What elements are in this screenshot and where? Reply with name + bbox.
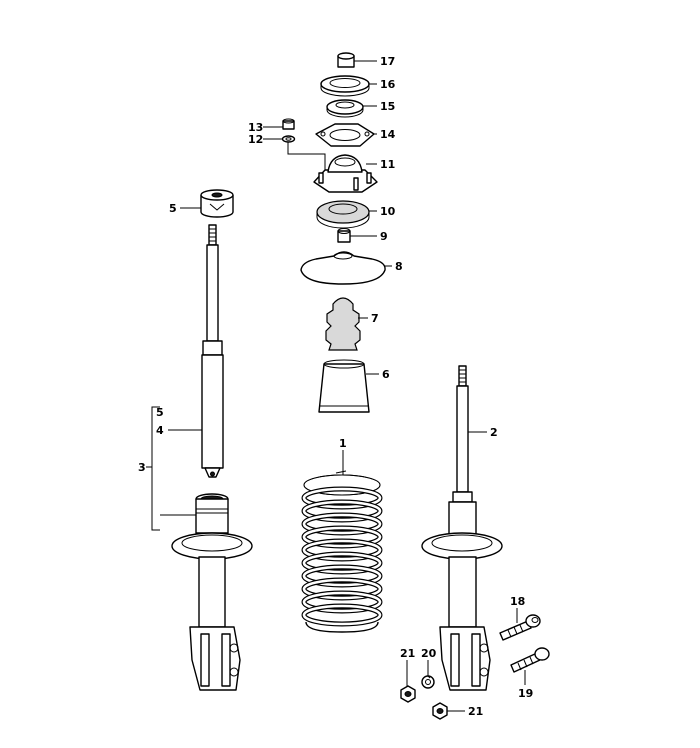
part-12-washer	[281, 135, 296, 143]
callout-12: 12	[248, 133, 263, 146]
callout-17: 17	[380, 55, 395, 68]
callout-9: 9	[380, 230, 388, 243]
callout-10: 10	[380, 205, 396, 218]
callout-1: 1	[339, 437, 347, 450]
callout-20: 20	[421, 647, 437, 660]
spring-coil-highlight	[302, 513, 382, 535]
part-19-bolt	[510, 647, 550, 673]
spring-coil-highlight	[302, 565, 382, 587]
part-18-eccentric-bolt	[499, 614, 541, 641]
part-5-cap	[200, 189, 234, 218]
callout-8: 8	[395, 260, 403, 273]
callout-7: 7	[371, 312, 379, 325]
leader-lines	[160, 60, 526, 712]
callout-16: 16	[380, 78, 396, 91]
group-3-bracket	[146, 406, 160, 531]
part-9-bushing	[337, 228, 351, 243]
part-14-gasket	[315, 123, 375, 147]
callout-21-upper: 21	[400, 647, 415, 660]
part-11-top-mount	[313, 154, 378, 193]
part-15-bearing	[326, 99, 364, 118]
callout-13: 13	[248, 121, 263, 134]
spring-coil-highlight	[302, 500, 382, 522]
spring-bottom-edge	[305, 621, 379, 633]
callout-5-bracket: 5	[156, 406, 164, 419]
spring-coil-highlight	[302, 552, 382, 574]
part-3-strut-housing	[171, 493, 253, 691]
callout-3: 3	[138, 461, 146, 474]
callout-15: 15	[380, 100, 395, 113]
callout-5-cap: 5	[169, 202, 177, 215]
part-21-nut-upper	[400, 685, 416, 703]
spring-coil-highlight	[302, 487, 382, 509]
part-20-lock-washer	[421, 675, 435, 689]
part-10-rubber-seat	[316, 200, 370, 229]
part-4-shock-insert	[201, 224, 224, 478]
part-13-nut	[282, 118, 295, 130]
part-21-nut-lower	[432, 702, 448, 720]
spring-coil-highlight	[302, 604, 382, 626]
spring-coil-highlight	[302, 526, 382, 548]
part-17-nut	[337, 52, 355, 68]
callout-21-lower: 21	[468, 705, 483, 718]
spring-coil-highlight	[302, 591, 382, 613]
callout-2: 2	[490, 426, 498, 439]
callout-4: 4	[156, 424, 164, 437]
part-6-boot	[318, 359, 370, 413]
callout-labels: 17 16 15 14 13 12 11 10 9 8 7 6 5 5 4 3 …	[138, 55, 533, 718]
callout-18: 18	[510, 595, 525, 608]
part-8-dust-shield	[300, 251, 386, 285]
spring-coil-highlight	[302, 539, 382, 561]
part-7-bump-stop	[325, 297, 361, 351]
spring-coil-highlight	[302, 578, 382, 600]
callout-19: 19	[518, 687, 533, 700]
callout-11: 11	[380, 158, 395, 171]
part-2-complete-strut	[421, 365, 503, 691]
part-16-washer	[320, 75, 370, 97]
callout-14: 14	[380, 128, 396, 141]
part-1-coil-spring	[301, 470, 383, 633]
callout-6: 6	[382, 368, 390, 381]
